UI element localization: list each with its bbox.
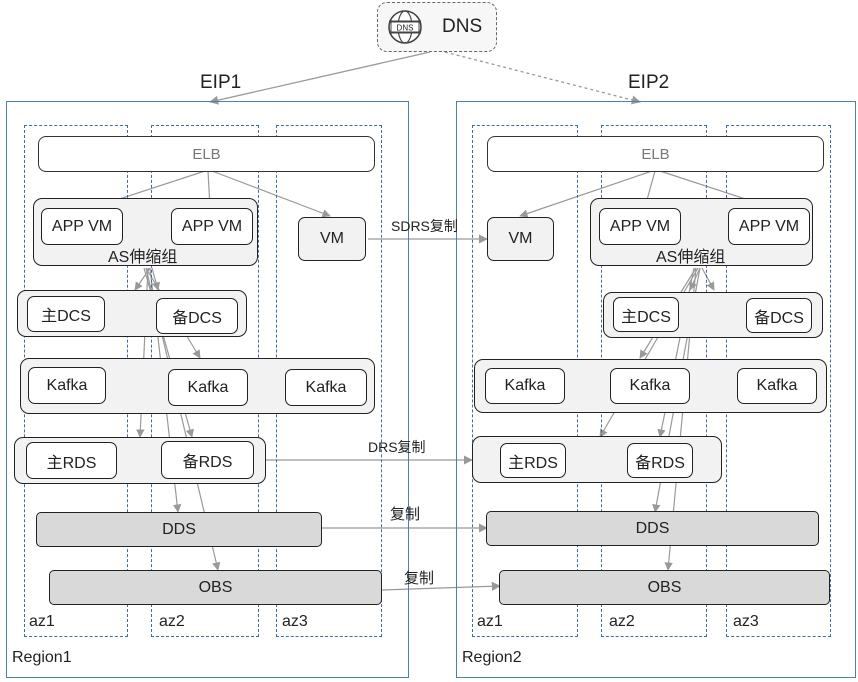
region2-az2-label: az2 bbox=[609, 613, 635, 630]
region2-kafka-az3[interactable]: Kafka bbox=[737, 368, 817, 404]
region1-dcs-primary[interactable]: 主DCS bbox=[27, 296, 105, 332]
dds-replication-label: 复制 bbox=[390, 506, 421, 523]
r1-elb-to-vm bbox=[211, 170, 331, 218]
region2-az1-label: az1 bbox=[477, 613, 503, 630]
dns-label: DNS bbox=[442, 16, 483, 37]
region1-rds-standby[interactable]: 备RDS bbox=[161, 441, 254, 479]
region1-container bbox=[6, 101, 409, 678]
obs-replication-label: 复制 bbox=[404, 570, 435, 587]
region1-as-group-label: AS伸缩组 bbox=[108, 249, 178, 266]
region1-kafka-az3[interactable]: Kafka bbox=[285, 369, 367, 406]
region1-elb[interactable]: ELB bbox=[38, 136, 375, 172]
region1-kafka-az1[interactable]: Kafka bbox=[28, 367, 106, 404]
dns-globe-icon: DNS bbox=[388, 10, 422, 44]
region1-obs[interactable]: OBS bbox=[49, 570, 382, 605]
drs-replication-label: DRS复制 bbox=[368, 439, 426, 455]
region2-label: Region2 bbox=[462, 649, 522, 666]
region2-obs[interactable]: OBS bbox=[499, 570, 830, 605]
region1-label: Region1 bbox=[12, 649, 72, 666]
region1-vm[interactable]: VM bbox=[298, 217, 366, 261]
region1-dds[interactable]: DDS bbox=[36, 512, 322, 547]
region1-kafka-az2[interactable]: Kafka bbox=[168, 369, 248, 406]
region2-container bbox=[456, 101, 856, 678]
region2-dcs-primary[interactable]: 主DCS bbox=[613, 297, 679, 332]
region2-app-vm-2[interactable]: APP VM bbox=[728, 208, 810, 245]
region2-vm[interactable]: VM bbox=[487, 217, 554, 261]
eip2-label: EIP2 bbox=[628, 72, 670, 93]
region2-dcs-standby[interactable]: 备DCS bbox=[746, 298, 812, 333]
region1-az3-label: az3 bbox=[282, 613, 308, 630]
region1-app-vm-2[interactable]: APP VM bbox=[171, 208, 253, 245]
region1-az2-label: az2 bbox=[159, 613, 185, 630]
region1-rds-primary[interactable]: 主RDS bbox=[26, 442, 117, 479]
region2-app-vm-1[interactable]: APP VM bbox=[599, 208, 681, 245]
region1-az1-label: az1 bbox=[29, 613, 55, 630]
region2-as-group-label: AS伸缩组 bbox=[656, 249, 726, 266]
dns-icon-text: DNS bbox=[397, 24, 414, 33]
region2-dds[interactable]: DDS bbox=[486, 511, 819, 546]
region1-dcs-standby[interactable]: 备DCS bbox=[156, 298, 238, 334]
dns-to-eip1-arrow bbox=[209, 51, 431, 105]
eip1-label: EIP1 bbox=[200, 72, 242, 93]
region2-kafka-az2[interactable]: Kafka bbox=[610, 368, 690, 404]
r2-elb-to-vm bbox=[519, 170, 653, 218]
sdrs-replication-label: SDRS复制 bbox=[391, 218, 458, 234]
region2-rds-standby[interactable]: 备RDS bbox=[627, 443, 693, 478]
obs-replication-arrow bbox=[381, 581, 501, 591]
dns-node: DNS DNS bbox=[377, 2, 497, 52]
region2-elb[interactable]: ELB bbox=[487, 136, 824, 172]
region1-app-vm-1[interactable]: APP VM bbox=[41, 208, 123, 245]
region2-az3-label: az3 bbox=[733, 613, 759, 630]
region2-kafka-az1[interactable]: Kafka bbox=[485, 368, 565, 404]
region2-rds-primary[interactable]: 主RDS bbox=[500, 443, 566, 478]
dns-to-eip2-arrow bbox=[444, 51, 641, 105]
